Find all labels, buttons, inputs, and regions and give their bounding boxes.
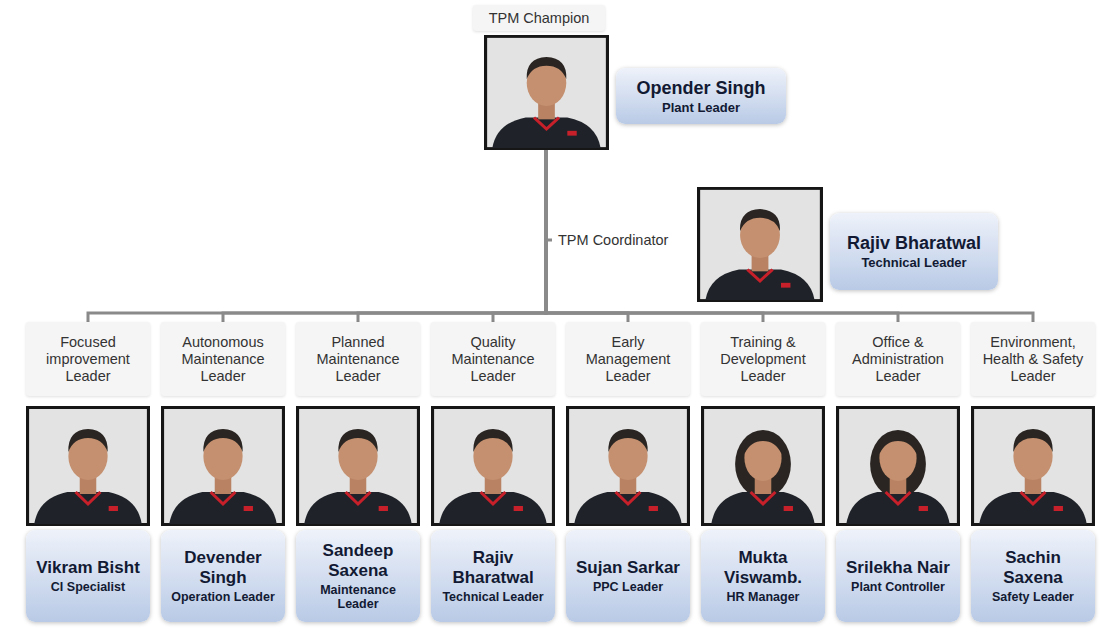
job-title: CI Specialist	[31, 580, 145, 594]
person-name: Rajiv Bharatwal	[436, 548, 550, 588]
job-title: Technical Leader	[436, 590, 550, 604]
name-box: Sachin SaxenaSafety Leader	[971, 530, 1095, 622]
job-title: HR Manager	[706, 590, 820, 604]
person-photo	[699, 188, 822, 300]
org-connector	[358, 150, 546, 322]
name-box: Rajiv BharatwalTechnical Leader	[431, 530, 555, 622]
person-card: Planned Maintenance LeaderSandeep Saxena…	[296, 322, 420, 622]
person-name: Rajiv Bharatwal	[835, 233, 993, 254]
person-photo	[568, 408, 689, 525]
role-label: Quality Maintenance Leader	[431, 322, 555, 396]
person-card: Focused improvement LeaderVikram BishtCI…	[26, 322, 150, 622]
person-card: Environment, Health & Safety LeaderSachi…	[971, 322, 1095, 622]
name-box: Sandeep SaxenaMaintenance Leader	[296, 530, 420, 622]
org-connector	[223, 150, 546, 322]
person-card: Autonomous Maintenance LeaderDevender Si…	[161, 322, 285, 622]
org-connector	[88, 150, 546, 322]
person-card: TPM Coordinator Rajiv BharatwalTechnical …	[552, 187, 1002, 302]
org-connector	[493, 150, 546, 322]
person-photo	[28, 408, 149, 525]
person-card: Quality Maintenance LeaderRajiv Bharatwa…	[431, 322, 555, 622]
person-photo	[433, 408, 554, 525]
job-title: Technical Leader	[835, 256, 993, 270]
job-title: Safety Leader	[976, 590, 1090, 604]
person-photo	[838, 408, 959, 525]
name-box: Rajiv BharatwalTechnical Leader	[830, 213, 998, 290]
person-name: Sandeep Saxena	[301, 541, 415, 581]
person-photo	[973, 408, 1094, 525]
name-box: Mukta Viswamb. HR Manager	[701, 530, 825, 622]
name-box: Vikram Bisht CI Specialist	[26, 530, 150, 622]
person-photo	[486, 36, 608, 148]
job-title: Maintenance Leader	[301, 583, 415, 611]
person-name: Sujan Sarkar	[571, 558, 685, 578]
person-name: Devender Singh	[166, 548, 280, 588]
name-box: Opender SinghPlant Leader	[616, 68, 786, 124]
person-photo	[298, 408, 419, 525]
role-label: Office & Administration Leader	[836, 322, 960, 396]
person-name: Opender Singh	[621, 78, 781, 99]
person-name: Vikram Bisht	[31, 558, 145, 578]
person-photo	[163, 408, 284, 525]
name-box: Devender SinghOperation Leader	[161, 530, 285, 622]
role-label: Planned Maintenance Leader	[296, 322, 420, 396]
org-connector	[546, 150, 1033, 322]
job-title: Plant Leader	[621, 101, 781, 115]
person-card: Training & Development LeaderMukta Viswa…	[701, 322, 825, 622]
job-title: Plant Controller	[841, 580, 955, 594]
role-label: TPM Champion	[473, 5, 605, 31]
org-connector	[546, 150, 763, 322]
role-label: Autonomous Maintenance Leader	[161, 322, 285, 396]
role-label: Focused improvement Leader	[26, 322, 150, 396]
person-name: Sachin Saxena	[976, 548, 1090, 588]
person-photo	[703, 408, 824, 525]
name-box: Srilekha NairPlant Controller	[836, 530, 960, 622]
person-name: Mukta Viswamb.	[706, 548, 820, 588]
job-title: Operation Leader	[166, 590, 280, 604]
person-card: TPM ChampionOpender SinghPlant Leader	[473, 5, 793, 150]
person-name: Srilekha Nair	[841, 558, 955, 578]
role-label: TPM Coordinator	[552, 225, 674, 255]
role-label: Training & Development Leader	[701, 322, 825, 396]
person-card: Office & Administration LeaderSrilekha N…	[836, 322, 960, 622]
job-title: PPC Leader	[571, 580, 685, 594]
person-card: Early Management LeaderSujan SarkarPPC L…	[566, 322, 690, 622]
name-box: Sujan SarkarPPC Leader	[566, 530, 690, 622]
role-label: Early Management Leader	[566, 322, 690, 396]
role-label: Environment, Health & Safety Leader	[971, 322, 1095, 396]
